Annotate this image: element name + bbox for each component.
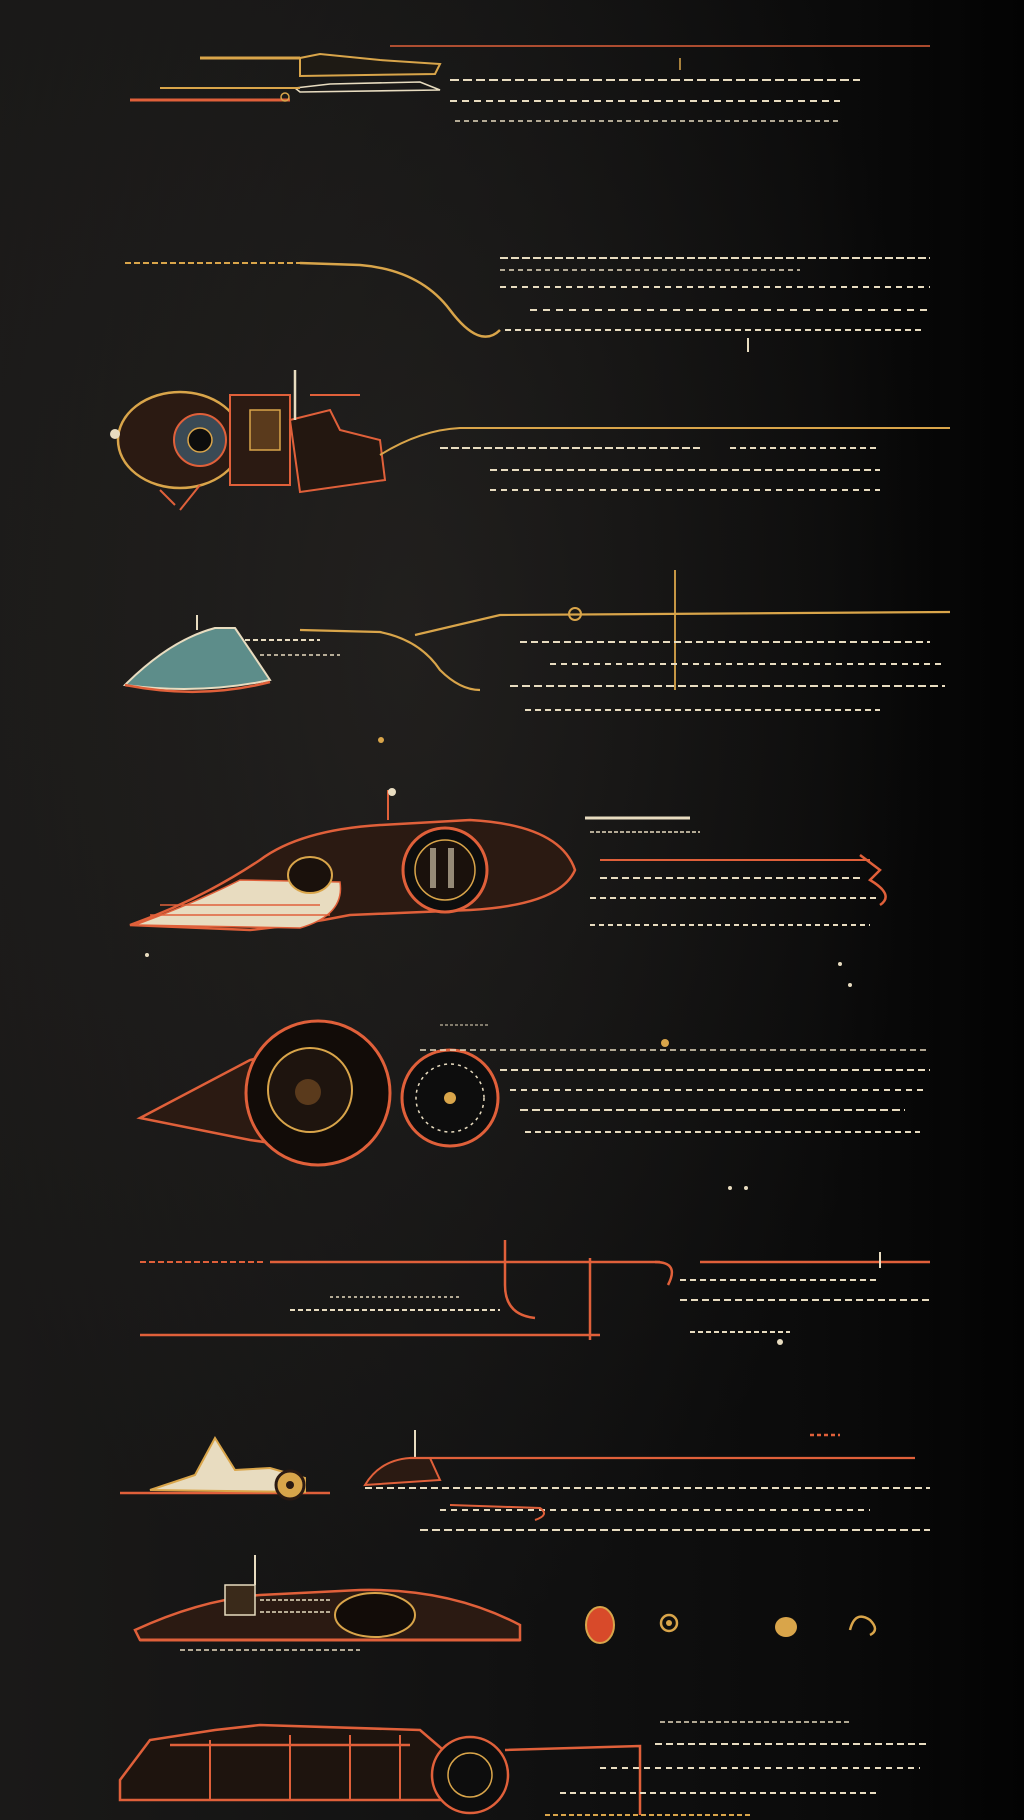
specks [145,737,852,1190]
dome-cone-vehicle-illustration [122,570,951,711]
engine-pod-illustration [110,370,950,511]
chassis-illustration [118,1721,930,1816]
curve-connector [125,257,930,352]
spherical-pod-illustration [136,1019,930,1167]
header-lines [390,45,930,122]
line-diagram [140,1240,930,1345]
low-vehicle-illustration [133,1555,522,1651]
flat-vehicle-icon [130,52,442,102]
detail-bulb-icons [585,1606,877,1644]
rocket-vehicle-illustration [129,788,887,932]
race-car-illustration [120,1430,930,1531]
